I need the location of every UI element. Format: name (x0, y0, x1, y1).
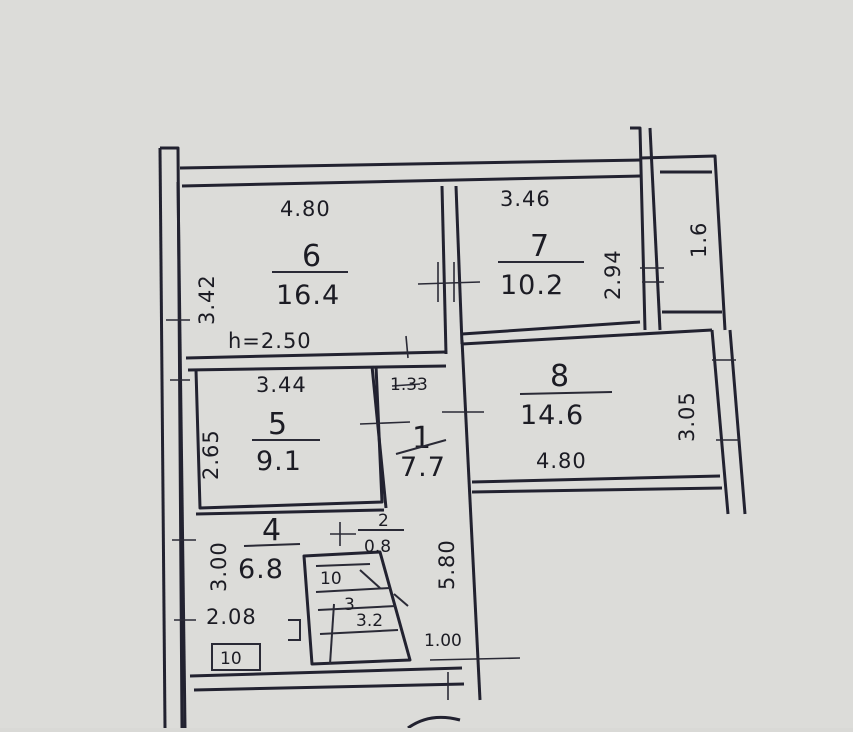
room6-depth: 3.42 (195, 274, 219, 325)
hatch-marks (166, 262, 740, 700)
stove-box (211, 643, 261, 671)
room4-area: 6.8 (238, 554, 284, 585)
small-dimension: 1.00 (424, 631, 462, 651)
room8-width: 4.80 (536, 449, 587, 473)
room8-depth: 3.05 (675, 391, 699, 442)
room2-area: 0.8 (364, 537, 391, 557)
bath-line3 (317, 605, 397, 611)
bath-diag (359, 569, 381, 589)
bath-line2 (315, 587, 391, 593)
room8-top (461, 328, 713, 346)
room4-top (195, 508, 385, 516)
room6-area: 16.4 (276, 280, 340, 311)
sink-label: 10 (320, 569, 342, 589)
room1-fraction-line (395, 439, 447, 455)
room7-area: 10.2 (500, 270, 564, 301)
room1-number: 1 (412, 421, 431, 456)
balcony-area: 1.6 (687, 222, 711, 258)
room8-area: 14.6 (520, 400, 584, 431)
room5-width: 3.44 (256, 373, 307, 397)
bathroom-outline (302, 550, 412, 666)
room6-width: 4.80 (280, 197, 331, 221)
room6-number: 6 (302, 239, 321, 274)
room6-ceiling-height: h=2.50 (228, 329, 312, 353)
top-wall-inner (181, 174, 641, 188)
kitchen-mark (288, 619, 301, 641)
room6-bottom (185, 350, 447, 360)
room4-number: 4 (262, 513, 281, 548)
bottom-arc (407, 715, 461, 730)
corridor-right-wall (460, 339, 482, 701)
room3-area: 3.2 (356, 611, 383, 631)
room8-bottom2 (471, 486, 723, 494)
wall-6-7b (454, 185, 464, 345)
room5-right (370, 365, 388, 509)
room4-depth: 3.00 (207, 541, 231, 592)
bath-div (329, 603, 335, 665)
room7-width: 3.46 (500, 187, 551, 211)
balcony-outer (639, 154, 727, 331)
bath-tick (393, 593, 409, 607)
stove-label: 10 (220, 649, 242, 669)
room5-depth: 2.65 (199, 429, 223, 480)
left-wall-line (158, 147, 167, 729)
room7-depth: 2.94 (601, 249, 625, 300)
bath-line1 (315, 563, 371, 567)
room7-bottom (461, 320, 641, 336)
room3-number: 3 (344, 595, 355, 615)
room1-area: 7.7 (400, 452, 446, 483)
balcony-wall-left (630, 126, 647, 331)
room8-bottom (471, 474, 721, 484)
bottom-wall (189, 666, 463, 678)
room7-number: 7 (530, 229, 549, 264)
room1-width: 1.33 (390, 375, 428, 395)
room6-bottom2 (187, 364, 447, 372)
interior-walls (185, 185, 713, 671)
room8-fraction-line (519, 391, 613, 395)
bottom-wall2 (193, 682, 465, 692)
room1-depth: 5.80 (435, 539, 459, 590)
top-wall-outer (179, 158, 641, 170)
balcony-wall-left2 (648, 127, 662, 331)
wall-6-7 (440, 185, 448, 355)
room5-area: 9.1 (256, 446, 302, 477)
room4-width: 2.08 (206, 605, 257, 629)
room5-number: 5 (268, 407, 287, 442)
left-wall-outer (160, 146, 184, 729)
left-wall-inner (176, 181, 187, 729)
room2-number: 2 (378, 511, 389, 531)
room8-number: 8 (550, 359, 569, 394)
room4-fraction-line (243, 543, 301, 547)
